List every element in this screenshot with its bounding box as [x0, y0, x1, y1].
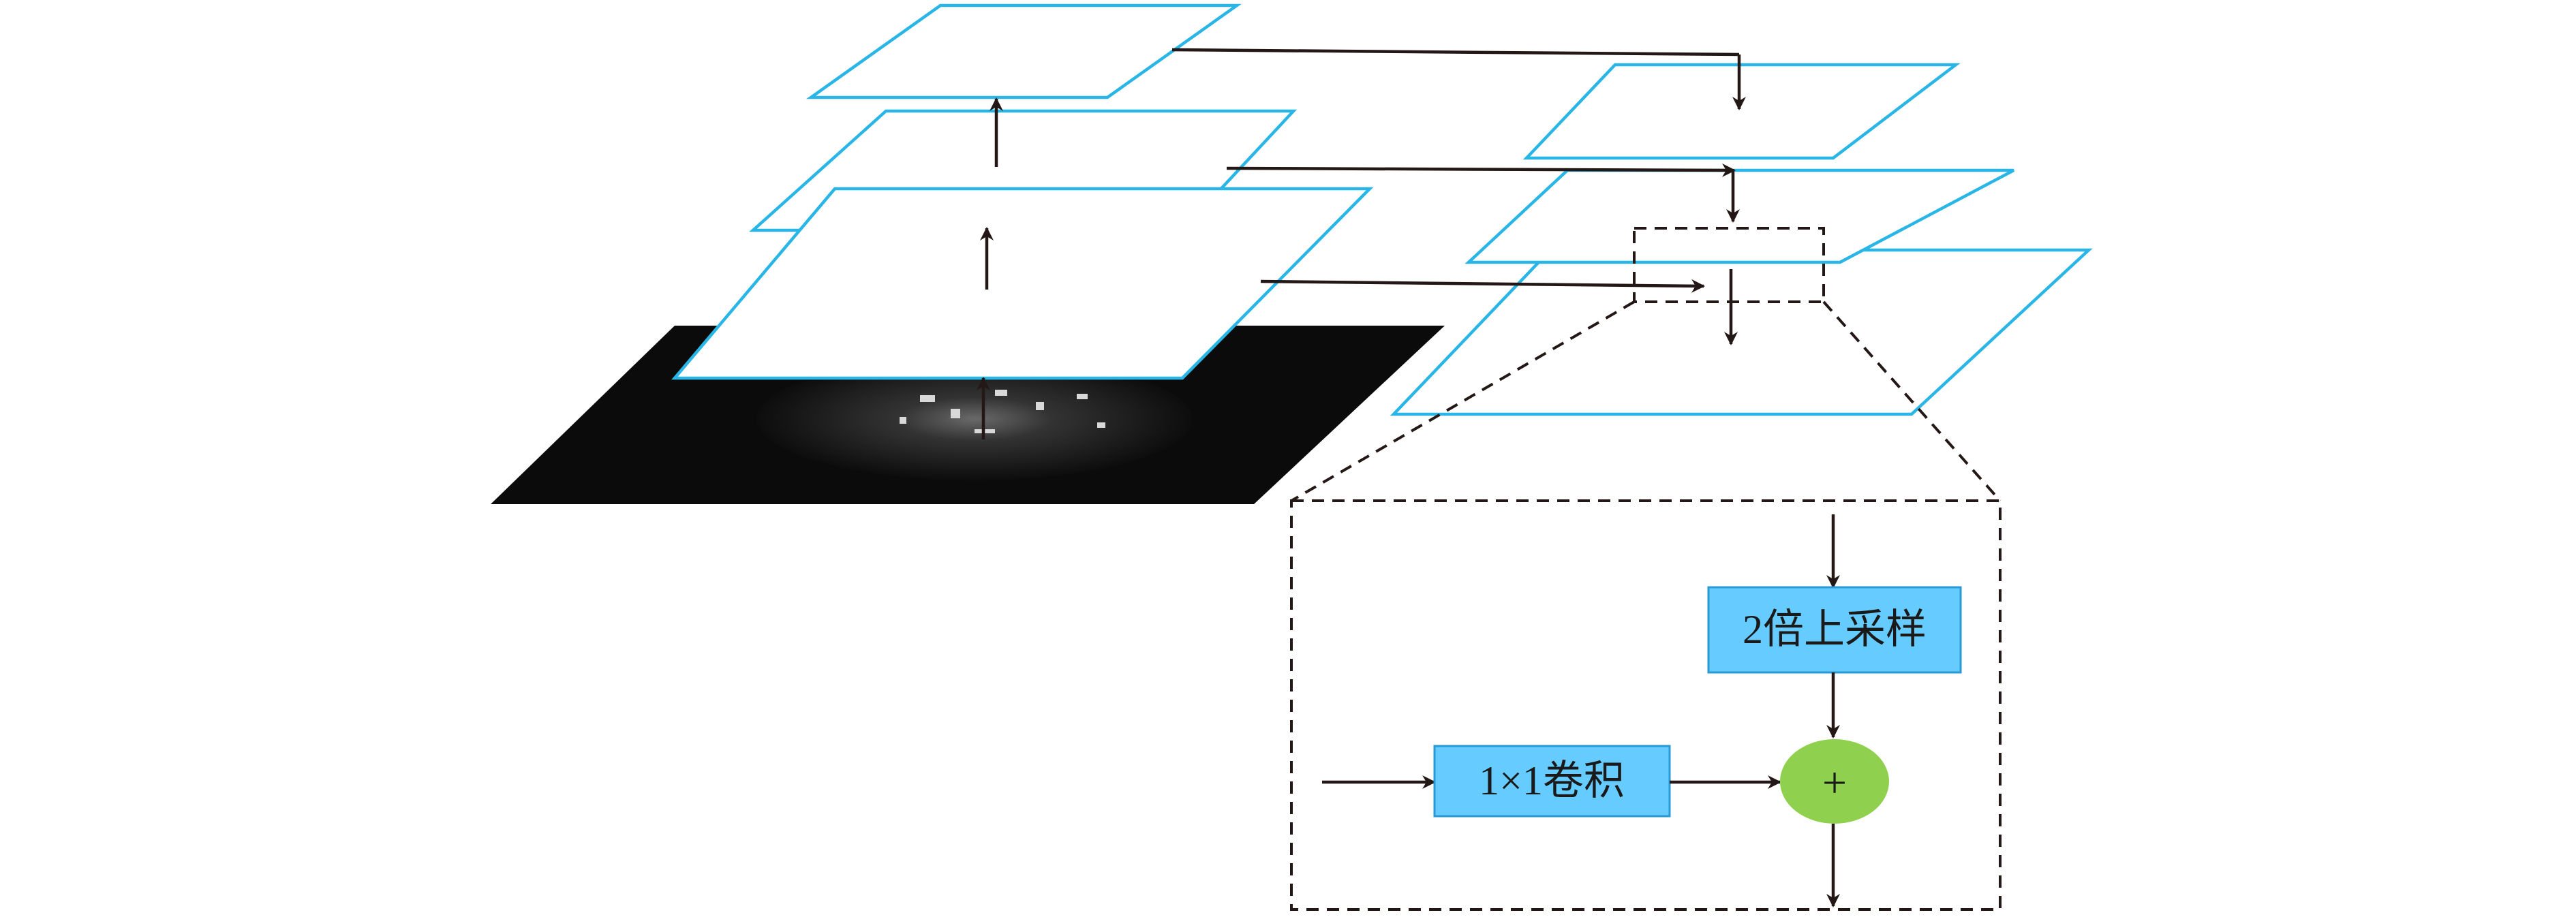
- bottom-up-plane-1: [671, 187, 1374, 380]
- upsample-box: [1707, 586, 1962, 674]
- lateral-connection-top: [1171, 48, 1740, 57]
- zoom-line-left: [1290, 300, 1636, 502]
- zoom-line-right: [1822, 300, 2002, 502]
- zoom-indicator: [1290, 227, 2002, 911]
- zoom-source-box: [1633, 227, 1825, 303]
- zoom-detail-box: [1290, 499, 2002, 911]
- merge-block-detail: 2倍上采样 1×1卷积 +: [1322, 514, 1962, 907]
- input-image-glow: [756, 358, 1193, 480]
- add-symbol: +: [1822, 758, 1847, 807]
- conv-label: 1×1卷积: [1479, 758, 1625, 803]
- bottom-up-plane-3: [806, 3, 1242, 99]
- upsample-label: 2倍上采样: [1743, 607, 1927, 652]
- lateral-connection-bottom: [1260, 279, 1705, 293]
- add-node: [1780, 739, 1889, 824]
- lateral-connection-middle: [1226, 163, 1736, 177]
- bottom-up-pathway: [671, 3, 1374, 439]
- top-down-pathway: [1390, 55, 2093, 416]
- top-down-plane-3: [1465, 168, 2015, 264]
- top-down-plane-2: [1522, 63, 1961, 160]
- lateral-connections: [1171, 48, 1740, 293]
- top-down-plane-4: [1390, 248, 2093, 416]
